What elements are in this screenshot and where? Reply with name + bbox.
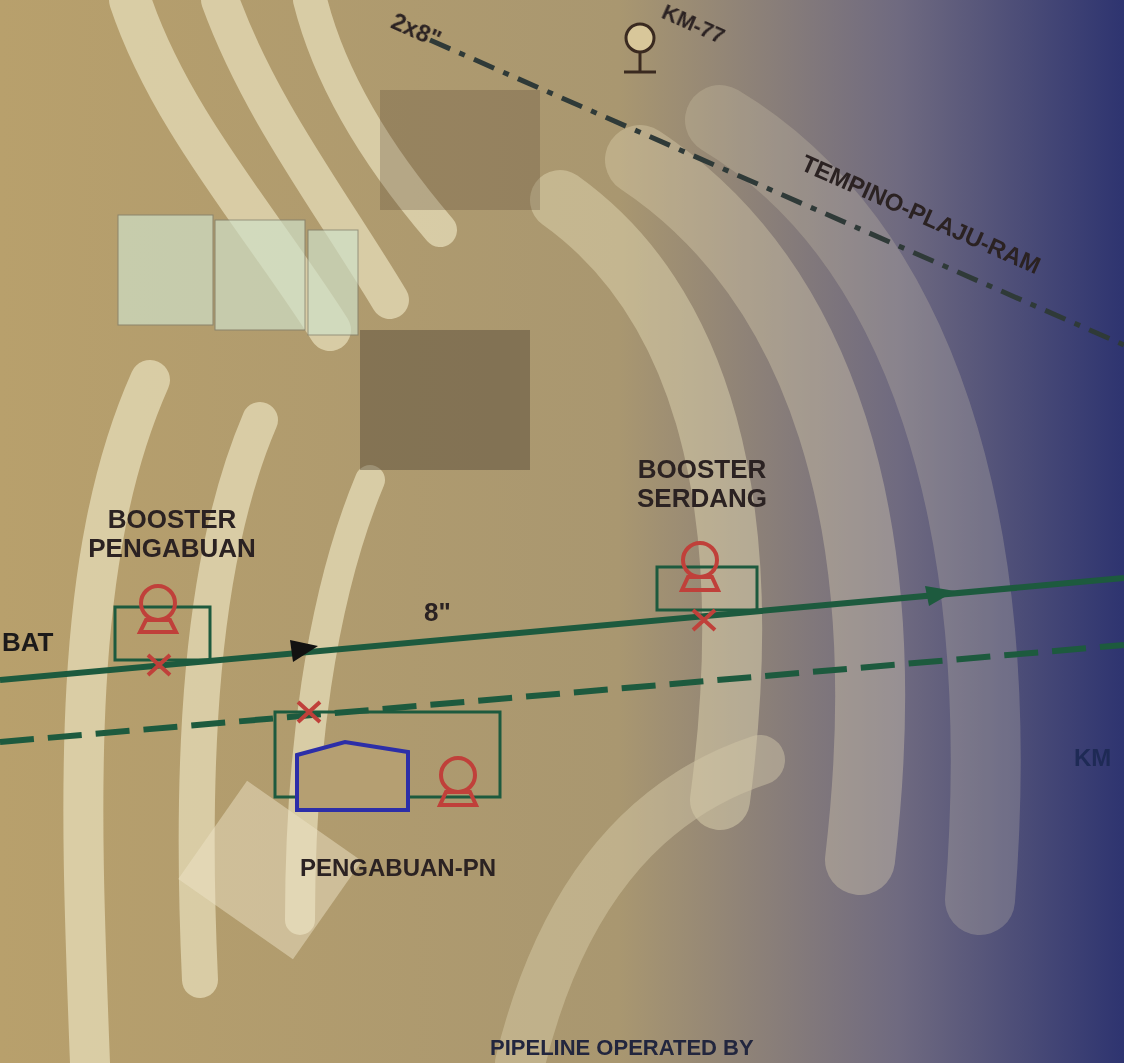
place-name: BAT (2, 628, 54, 657)
station-name: PENGABUAN-PN (300, 855, 496, 882)
station-name: BOOSTER PENGABUAN (72, 505, 272, 563)
footer-note: PIPELINE OPERATED BY (490, 1036, 754, 1061)
pipe-size: 8" (424, 598, 451, 627)
km-marker: KM (1074, 745, 1111, 772)
station-name: BOOSTER SERDANG (602, 455, 802, 513)
